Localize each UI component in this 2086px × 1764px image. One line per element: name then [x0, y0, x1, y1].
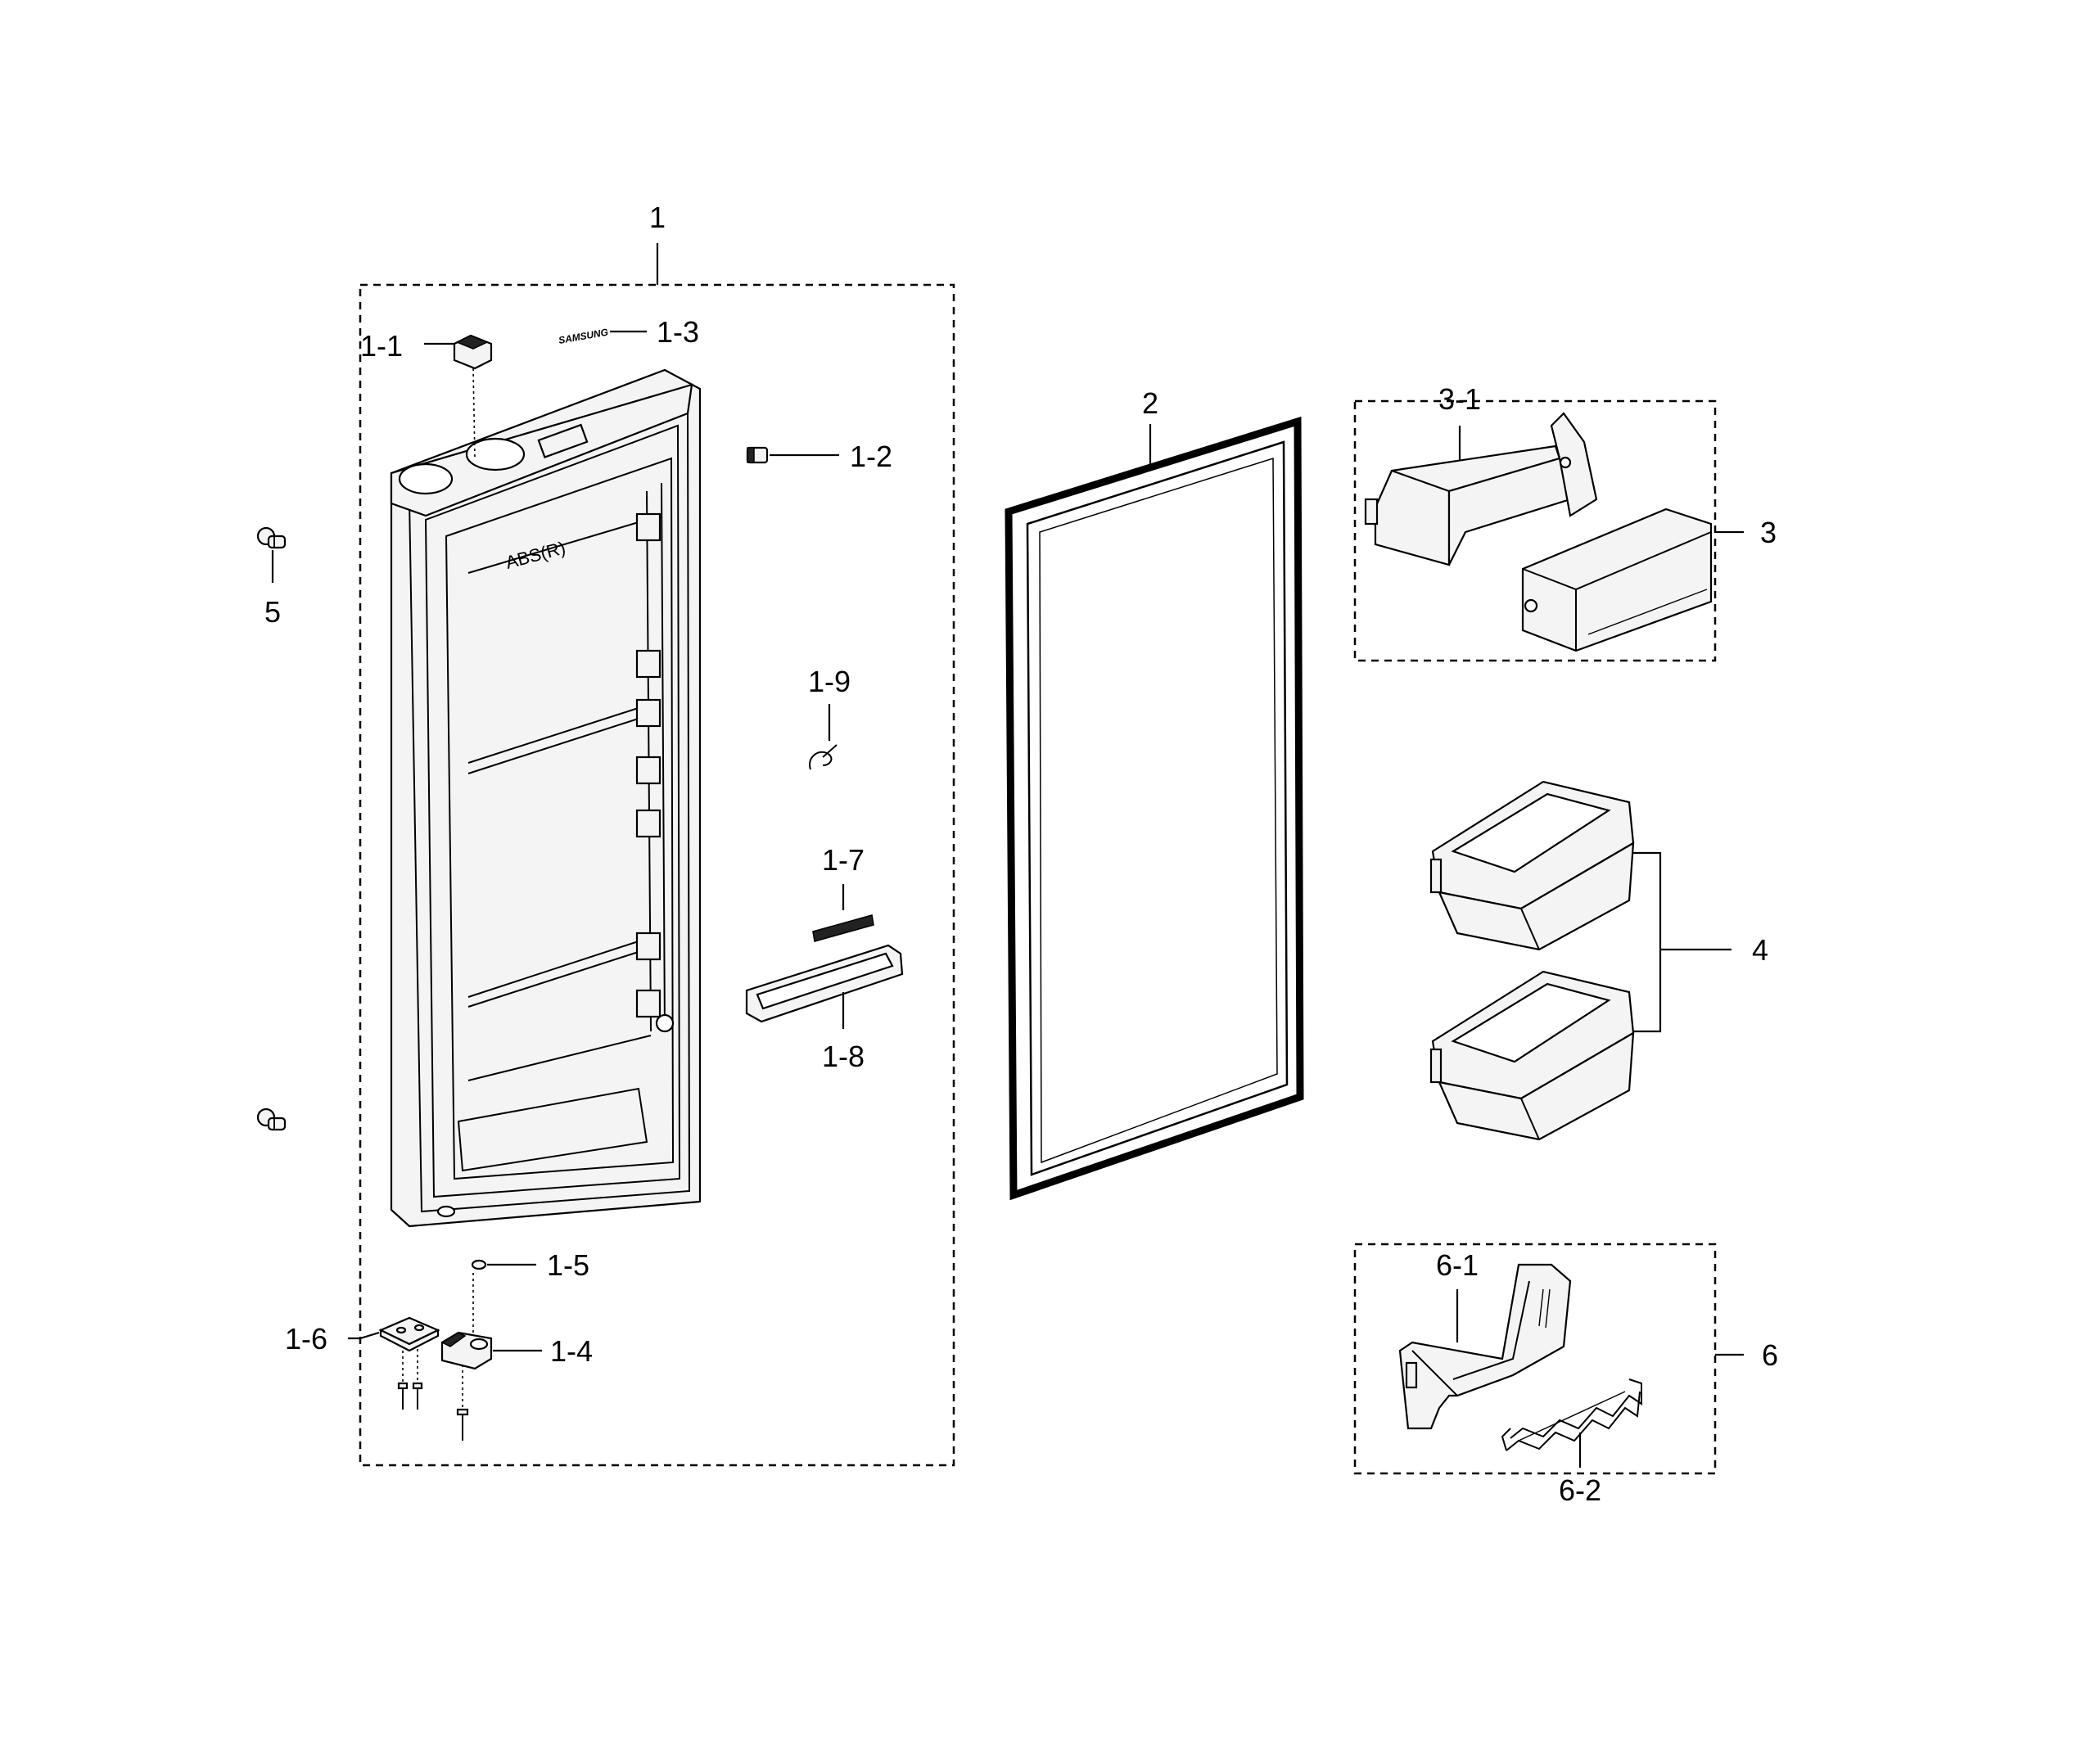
- callout-1-8: 1-8: [822, 1040, 865, 1073]
- foam-strip-part: [812, 914, 874, 942]
- guard-support-part: [1364, 412, 1598, 566]
- callout-1: 1: [649, 201, 666, 234]
- door-bin-lower: [1429, 970, 1635, 1141]
- leader-1-6: [348, 1331, 380, 1340]
- door-gasket-part: [1005, 416, 1304, 1201]
- callout-5: 5: [264, 595, 281, 629]
- handle-insert-part: [745, 944, 904, 1023]
- washer-part: [471, 1259, 487, 1270]
- callout-1-9: 1-9: [808, 665, 851, 698]
- callout-6-2: 6-2: [1559, 1473, 1601, 1507]
- callout-3-1: 3-1: [1438, 382, 1481, 416]
- cap-top-part: [453, 334, 493, 370]
- hinge-plate-part: [378, 1316, 440, 1352]
- leader-4-bracket: [1633, 851, 1662, 1033]
- stopper-upper: [256, 526, 287, 549]
- group-box-door-assembly: [359, 283, 955, 1467]
- callout-1-4: 1-4: [550, 1334, 593, 1368]
- shelf-bracket-part: [1398, 1263, 1572, 1430]
- guard-bin-part: [1521, 508, 1713, 652]
- callout-1-5: 1-5: [547, 1248, 589, 1282]
- group-box-guard-shelf-assembly: [1353, 1243, 1717, 1475]
- callout-4: 4: [1752, 933, 1768, 967]
- cap-small-part: [746, 446, 769, 464]
- wire-rack-part: [1501, 1378, 1642, 1451]
- stopper-lower: [256, 1108, 287, 1131]
- callout-6: 6: [1762, 1338, 1778, 1372]
- callout-1-1: 1-1: [360, 329, 403, 363]
- hinge-screws: [397, 1349, 469, 1441]
- callout-1-6: 1-6: [285, 1322, 327, 1356]
- callout-3: 3: [1760, 516, 1777, 549]
- dotted-guide-1-1: [472, 368, 476, 459]
- callout-2: 2: [1142, 386, 1158, 420]
- door-liner: ABS(R): [390, 368, 702, 1228]
- callout-1-2: 1-2: [850, 440, 892, 473]
- group-box-guard-assembly: [1353, 399, 1717, 662]
- hinge-bottom-part: [440, 1331, 493, 1370]
- door-bin-upper: [1429, 780, 1635, 951]
- callout-6-1: 6-1: [1436, 1248, 1479, 1282]
- wire-part: [809, 744, 838, 770]
- callout-1-3: 1-3: [657, 315, 699, 349]
- callout-1-7: 1-7: [822, 843, 865, 877]
- logo-badge: SAMSUNG: [558, 327, 609, 346]
